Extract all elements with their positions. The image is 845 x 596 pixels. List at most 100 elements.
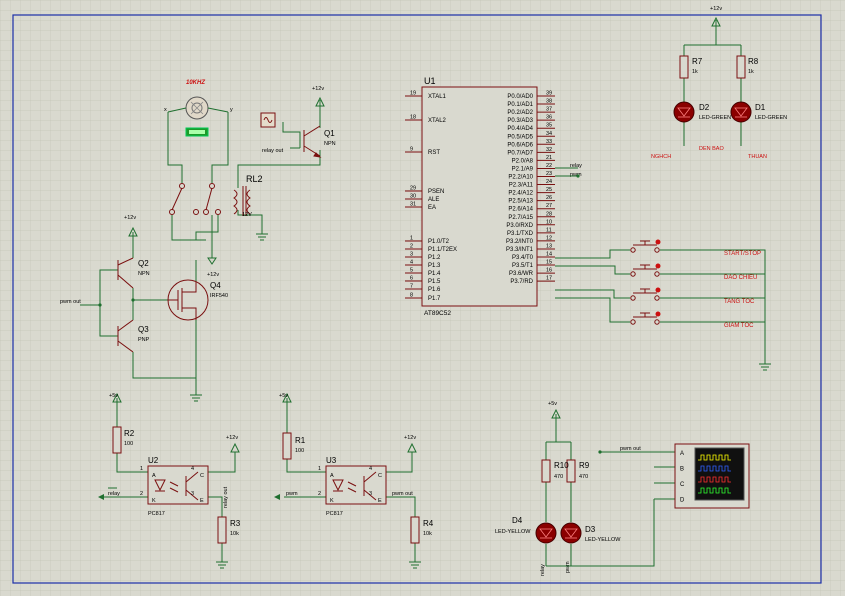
mcu-pin-2[interactable]: 2P1.1/T2EX <box>405 244 457 254</box>
transistor-q1[interactable] <box>303 125 322 158</box>
button-label: GIAM TOC <box>724 323 754 329</box>
mcu-pin-num: 33 <box>546 139 552 145</box>
r10-val: 470 <box>554 474 563 480</box>
resistor-r9 <box>566 459 576 483</box>
push-button[interactable]: GIAM TOC <box>630 311 754 330</box>
u2-net-in: relay <box>108 491 120 497</box>
mcu-pin-name: P1.0/T2 <box>428 239 450 245</box>
oscilloscope[interactable] <box>674 443 750 509</box>
mcu-pin-name: P2.2/A10 <box>508 175 533 181</box>
mcu-pin-3[interactable]: 3P1.2 <box>405 252 441 262</box>
r4-val: 10k <box>423 531 432 537</box>
optocoupler-u2[interactable] <box>147 465 209 505</box>
mcu-pin-num: 36 <box>546 115 552 121</box>
mcu-pin-name: P0.0/AD0 <box>507 94 533 100</box>
mcu-pin-1[interactable]: 1P1.0/T2 <box>405 236 450 246</box>
d4-part: LED-YELLOW <box>495 529 531 535</box>
transistor-q3[interactable] <box>117 319 134 353</box>
u3-supply-out: +12v <box>404 435 416 441</box>
mcu-pin-num: 13 <box>546 243 552 249</box>
mcu-pin-8[interactable]: 8P1.7 <box>405 293 441 303</box>
mosfet-q4[interactable] <box>167 279 209 321</box>
opto-pin-letter: C <box>378 473 382 479</box>
relay-rl2[interactable] <box>169 183 251 217</box>
mcu-pin-name: P2.4/A12 <box>508 191 533 197</box>
mcu-pin-num: 7 <box>410 284 413 290</box>
mcu-pin-num: 2 <box>410 244 413 250</box>
mcu-pin-name: P1.7 <box>428 296 441 302</box>
push-button[interactable]: DAO CHIEU <box>630 263 758 282</box>
scope-net: pwm out <box>620 446 641 452</box>
r1-val: 100 <box>295 448 304 454</box>
d2-net: NGHCH <box>651 154 671 160</box>
sheet-border <box>12 14 822 584</box>
mcu-pin-name: P1.1/T2EX <box>428 247 457 253</box>
d2-ref: D2 <box>699 103 710 112</box>
led-d4 <box>535 522 557 544</box>
opto-pin-num: 2 <box>318 491 321 497</box>
mcu-pin-num: 21 <box>546 155 552 161</box>
scope-channel-D: D <box>680 498 685 504</box>
push-button[interactable]: START/STOP <box>630 239 761 258</box>
opto-pin-num: 4 <box>369 466 372 472</box>
mcu-pin-6[interactable]: 6P1.5 <box>405 276 441 286</box>
d3-part: LED-YELLOW <box>585 537 621 543</box>
mcu-pin-5[interactable]: 5P1.4 <box>405 268 441 278</box>
signal-source[interactable] <box>260 112 276 128</box>
d3-net: pwm <box>565 561 571 573</box>
r10-ref: R10 <box>554 461 569 470</box>
mcu-pin-name: P3.7/RD <box>510 279 533 285</box>
mcu-pin-name: P0.3/AD3 <box>507 118 533 124</box>
mcu-pin-7[interactable]: 7P1.6 <box>405 284 441 294</box>
mcu-pin-4[interactable]: 4P1.3 <box>405 260 441 270</box>
mcu-pin-name: P0.7/AD7 <box>507 150 533 156</box>
push-button[interactable]: TANG TOC <box>630 287 755 306</box>
scope-channel-A: A <box>680 451 684 457</box>
opto-pin-num: 4 <box>191 466 194 472</box>
mcu-pin-num: 6 <box>410 276 413 282</box>
mcu-u1[interactable] <box>421 86 538 307</box>
mcu-pin-name: XTAL2 <box>428 118 447 124</box>
mcu-pin-num: 15 <box>546 260 552 266</box>
mcu-pin-num: 18 <box>410 115 416 121</box>
q4-ref: Q4 <box>210 281 221 290</box>
mcu-net-relay: relay <box>570 163 582 169</box>
transistor-q2[interactable] <box>117 257 134 289</box>
opto-pin-letter: K <box>330 498 334 504</box>
motor[interactable] <box>185 96 209 137</box>
opto-pin-num: 3 <box>191 491 194 497</box>
mcu-pin-name: P1.2 <box>428 255 441 261</box>
optocoupler-u3[interactable] <box>325 465 387 505</box>
q2-ref: Q2 <box>138 259 149 268</box>
